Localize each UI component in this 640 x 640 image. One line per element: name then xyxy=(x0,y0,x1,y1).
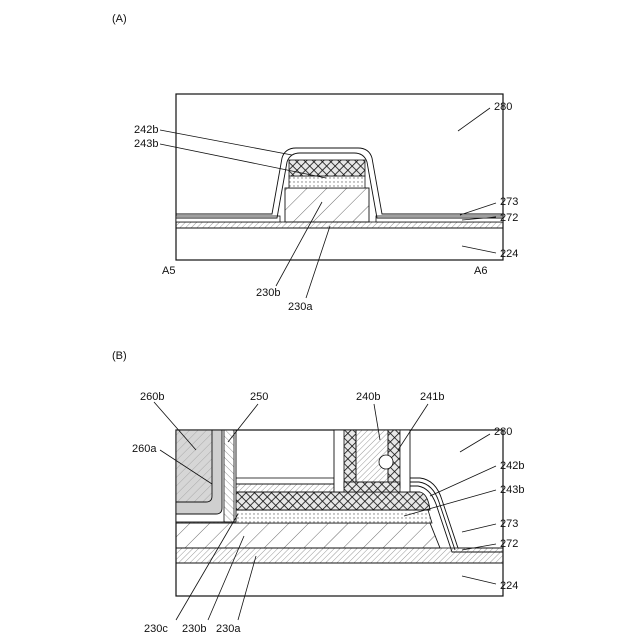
label-241b-b: 241b xyxy=(420,391,444,403)
layer-243b-b xyxy=(234,492,430,510)
fin-230b-a xyxy=(285,188,369,222)
label-280-a: 280 xyxy=(494,101,512,113)
label-243b-b: 243b xyxy=(500,484,524,496)
label-272-b: 272 xyxy=(500,538,518,550)
layer-230a-a xyxy=(176,222,503,228)
label-230c-b: 230c xyxy=(144,623,168,635)
label-272-a: 272 xyxy=(500,212,518,224)
gate-250-hatch xyxy=(224,430,234,522)
plug-241b-bottom xyxy=(344,482,400,492)
label-230b-a: 230b xyxy=(256,287,280,299)
liner-left-mid xyxy=(236,484,334,492)
plug-241b-left xyxy=(344,430,356,488)
label-242b-a: 242b xyxy=(134,124,158,136)
layer-242b-a xyxy=(289,176,365,188)
label-230a-a: 230a xyxy=(288,301,313,313)
layer-243b-a xyxy=(289,160,365,176)
label-224-b: 224 xyxy=(500,580,518,592)
label-224-a: 224 xyxy=(500,248,518,260)
label-250-b: 250 xyxy=(250,391,268,403)
label-240b-b: 240b xyxy=(356,391,380,403)
label-273-a: 273 xyxy=(500,196,518,208)
panel-a: (A) 280 242b 2 xyxy=(112,13,518,313)
label-260b-b: 260b xyxy=(140,391,164,403)
label-280-b: 280 xyxy=(494,426,512,438)
label-273-b: 273 xyxy=(500,518,518,530)
liner-left-top xyxy=(236,478,334,484)
layer-230a-b xyxy=(176,548,503,563)
gate-260b xyxy=(176,430,212,502)
label-a5: A5 xyxy=(162,265,175,277)
layer-272-left xyxy=(176,216,280,222)
panel-b-label: (B) xyxy=(112,350,127,362)
plug-240b-circle xyxy=(379,455,393,469)
layer-272-right xyxy=(376,216,503,222)
panel-a-label: (A) xyxy=(112,13,127,25)
label-260a-b: 260a xyxy=(132,443,157,455)
label-242b-b: 242b xyxy=(500,460,524,472)
label-230a-b: 230a xyxy=(216,623,241,635)
label-a6: A6 xyxy=(474,265,487,277)
label-243b-a: 243b xyxy=(134,138,158,150)
region-230b-b xyxy=(176,523,440,548)
label-230b-b: 230b xyxy=(182,623,206,635)
panel-b: (B) xyxy=(112,350,524,635)
